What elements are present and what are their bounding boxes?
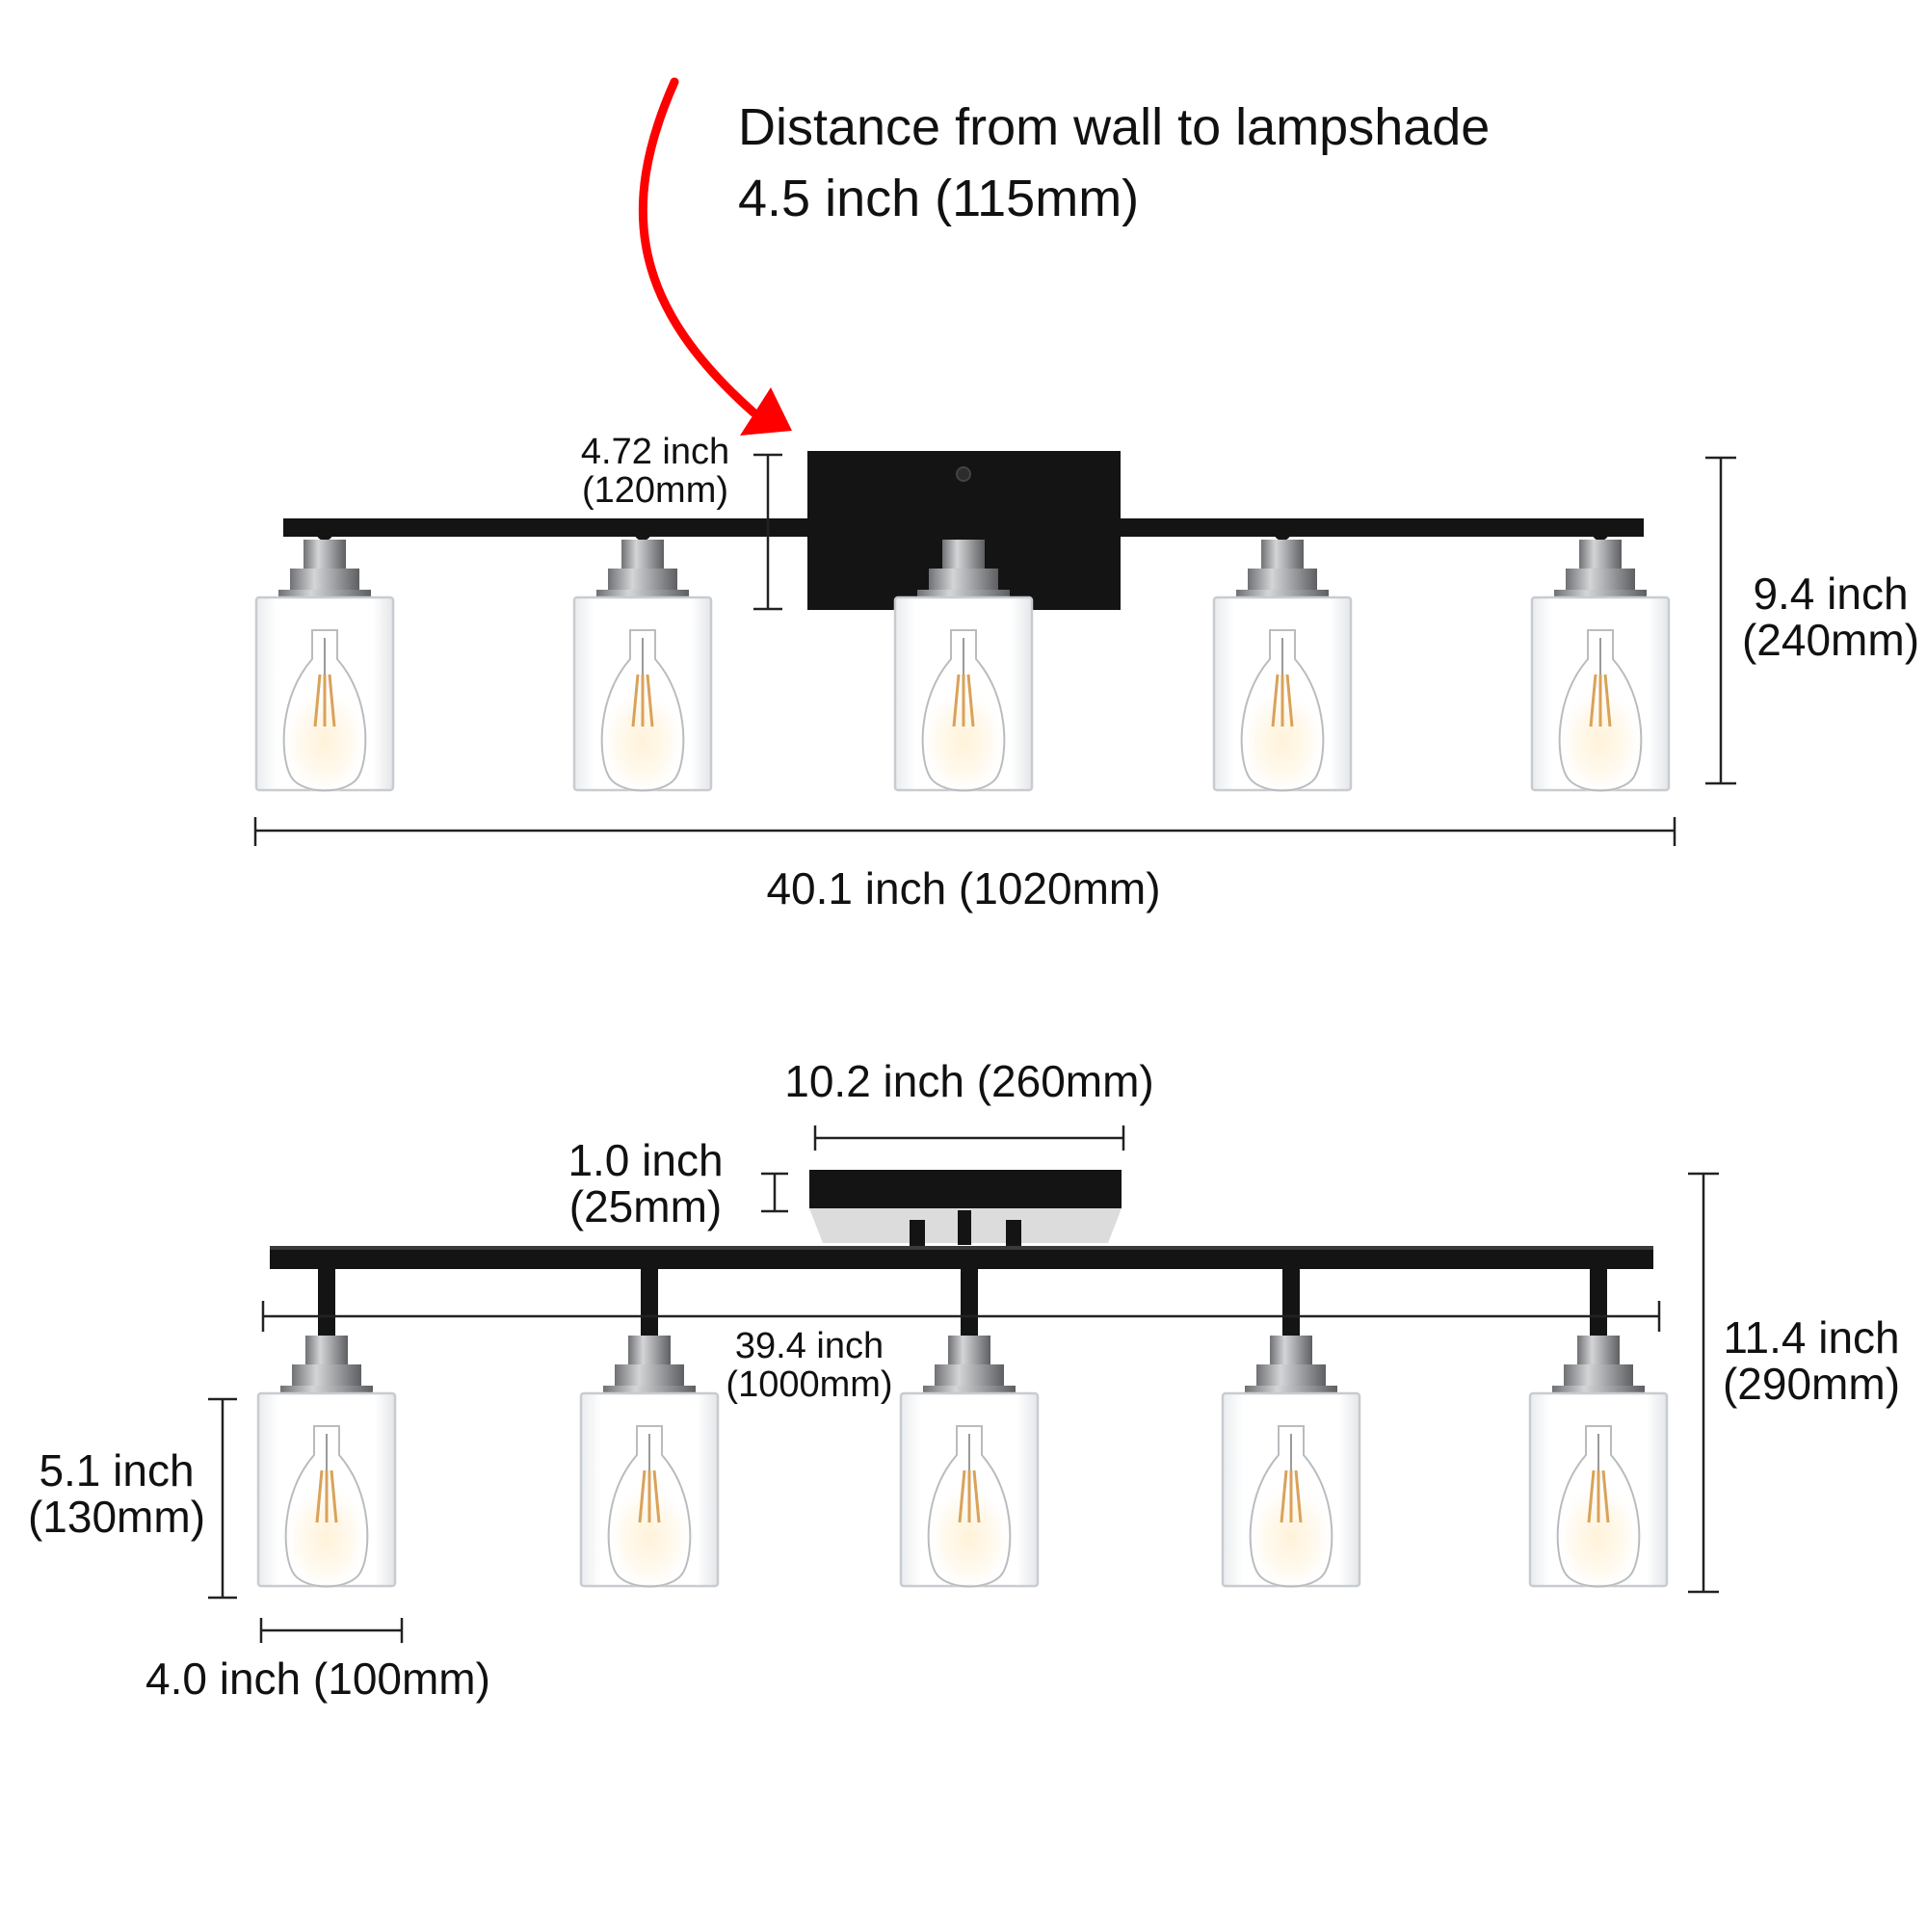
front-backplate-height-dim (753, 453, 782, 611)
top-lamp-3 (899, 1268, 1040, 1590)
top-backplate (809, 1170, 1122, 1208)
front-lamp-3 (893, 523, 1034, 794)
top-shade-height-inch: 5.1 inch (39, 1445, 195, 1495)
top-lamps (256, 1268, 1669, 1590)
socket-cap (305, 1336, 348, 1366)
top-lamp-4 (1221, 1268, 1361, 1590)
front-height-label: 9.4 inch (240mm) (1734, 570, 1927, 664)
bulb (282, 629, 367, 792)
front-height-inch: 9.4 inch (1753, 569, 1909, 619)
bulb (921, 629, 1006, 792)
front-backplate-height-inch: 4.72 inch (580, 432, 730, 472)
bulb (1249, 1425, 1333, 1588)
front-lamp-2 (572, 523, 713, 794)
socket-cap (948, 1336, 990, 1366)
callout-arrow-head (740, 387, 792, 436)
bulb (1240, 629, 1325, 792)
top-height-label: 11.4 inch (290mm) (1705, 1314, 1917, 1408)
top-lamp-5 (1528, 1268, 1669, 1590)
bulb (284, 1425, 369, 1588)
top-backplate-width-dim (813, 1125, 1125, 1151)
top-view (208, 1125, 1719, 1643)
front-backplate-height-mm: (120mm) (581, 469, 729, 511)
front-view (253, 451, 1736, 846)
front-height-dim (1705, 456, 1736, 785)
front-backplate-screw (956, 466, 971, 482)
socket-cap (304, 540, 346, 570)
front-lamp-1 (254, 523, 395, 794)
socket-cap (1577, 1336, 1620, 1366)
top-shade-width-dim (259, 1618, 404, 1643)
top-backplate-depth-dim (761, 1172, 788, 1213)
socket-cap (942, 540, 985, 570)
top-backplate-depth-mm: (25mm) (568, 1181, 723, 1232)
callout-value: 4.5 inch (115mm) (738, 170, 1140, 227)
top-backplate-depth-inch: 1.0 inch (568, 1135, 724, 1185)
socket-cap (628, 1336, 671, 1366)
socket-cap (1579, 540, 1622, 570)
socket-cap (1261, 540, 1304, 570)
front-lamp-5 (1530, 523, 1671, 794)
socket-cap (1270, 1336, 1312, 1366)
front-width-label: 40.1 inch (1020mm) (766, 863, 1161, 913)
callout-title: Distance from wall to lampshade (738, 98, 1491, 156)
callout-arrow (638, 77, 758, 417)
front-lamp-4 (1212, 523, 1353, 794)
top-arm-span-dim (261, 1301, 1661, 1332)
top-height-mm: (290mm) (1722, 1359, 1901, 1410)
bulb (607, 1425, 692, 1588)
top-lamp-2 (579, 1268, 720, 1590)
bulb (600, 629, 685, 792)
top-height-inch: 11.4 inch (1723, 1312, 1900, 1363)
top-backplate-depth-label: 1.0 inch (25mm) (540, 1137, 752, 1231)
front-lamps (254, 523, 1671, 794)
front-backplate-height-label: 4.72 inch (120mm) (540, 432, 771, 511)
top-shade-height-label: 5.1 inch (130mm) (15, 1447, 218, 1541)
top-arm-span-mm: (1000mm) (726, 1363, 893, 1405)
front-width-dim (253, 817, 1676, 846)
bulb (1558, 629, 1643, 792)
top-arm-span-label: 39.4 inch (1000mm) (694, 1326, 925, 1405)
front-height-mm: (240mm) (1741, 615, 1920, 666)
top-shade-width-label: 4.0 inch (100mm) (145, 1654, 490, 1704)
top-shade-height-dim (208, 1397, 237, 1600)
top-height-dim (1688, 1172, 1719, 1594)
top-shade-height-mm: (130mm) (27, 1492, 206, 1543)
top-lamp-1 (256, 1268, 397, 1590)
bulb (1556, 1425, 1641, 1588)
bulb (927, 1425, 1012, 1588)
top-arm-span-inch: 39.4 inch (734, 1326, 884, 1366)
top-backplate-width-label: 10.2 inch (260mm) (784, 1056, 1154, 1106)
socket-cap (621, 540, 664, 570)
